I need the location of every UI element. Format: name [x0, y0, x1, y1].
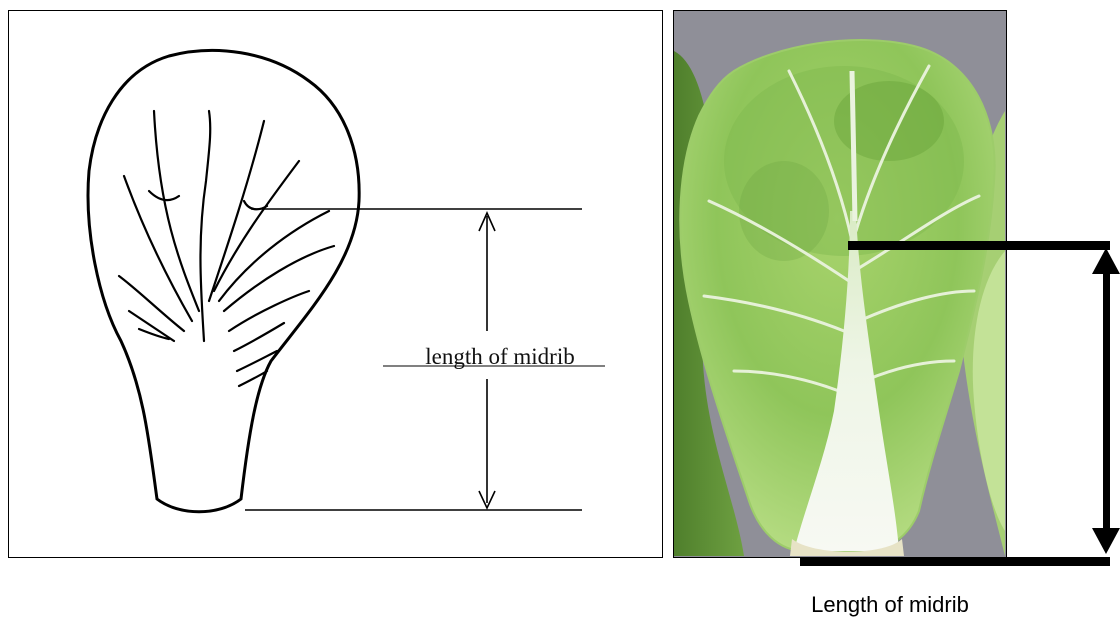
- midrib-length-arrow-bottom: [1092, 528, 1120, 554]
- photo-caption: Length of midrib: [700, 592, 1080, 618]
- midrib-bottom-marker: [800, 557, 1110, 566]
- midrib-top-marker: [848, 241, 1110, 250]
- midrib-length-arrow-top: [1092, 248, 1120, 274]
- midrib-length-arrow-shaft: [1103, 268, 1110, 534]
